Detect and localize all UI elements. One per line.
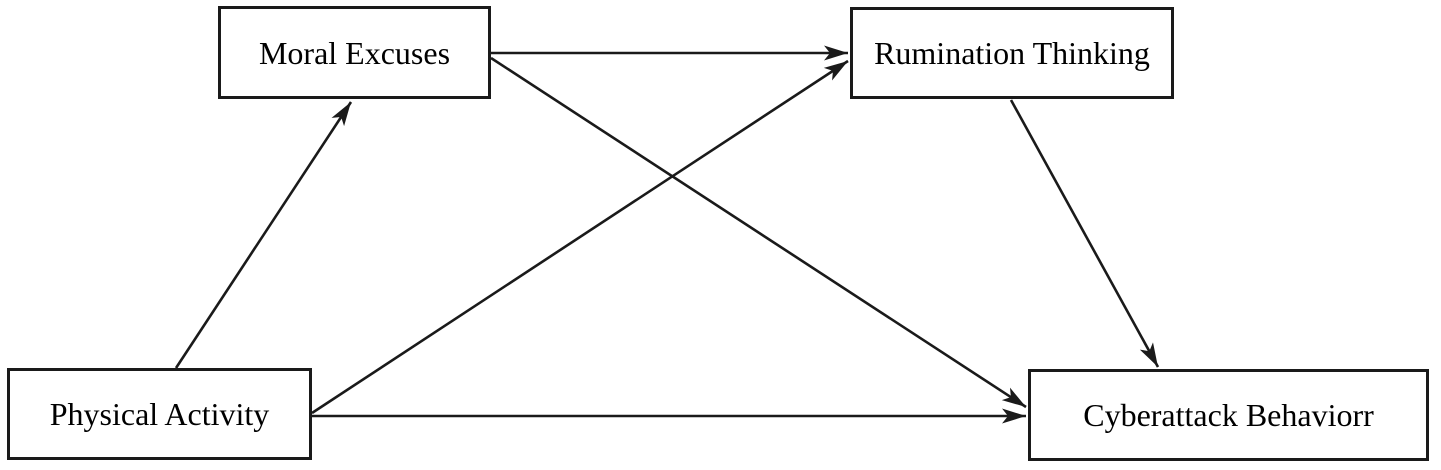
node-rumination-thinking: Rumination Thinking [850,7,1174,99]
arrow-physical-activity-to-moral-excuses [174,101,353,369]
arrow-moral-excuses-to-cyberattack-behavior [490,56,1027,409]
node-cyberattack-behavior: Cyberattack Behaviorr [1028,369,1429,461]
node-moral-excuses: Moral Excuses [218,6,491,99]
arrow-rumination-thinking-to-cyberattack-behavior [1009,99,1160,368]
node-moral-excuses-label: Moral Excuses [258,34,451,71]
arrow-physical-activity-to-rumination-thinking [311,59,849,415]
node-physical-activity-label: Physical Activity [49,396,270,432]
node-cyberattack-behavior-label: Cyberattack Behaviorr [1083,397,1374,433]
node-rumination-thinking-label: Rumination Thinking [874,35,1150,71]
node-physical-activity: Physical Activity [7,368,312,460]
